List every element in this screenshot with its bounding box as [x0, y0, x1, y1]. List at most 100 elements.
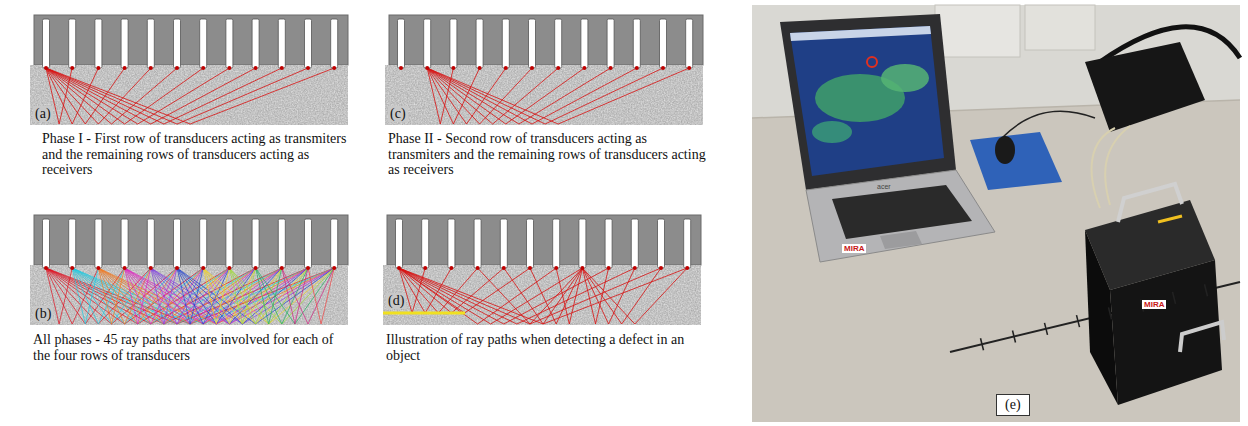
device-cable [1105, 126, 1130, 205]
transducer-tip [201, 266, 205, 270]
device-mark [1158, 216, 1182, 222]
floor-tick [1077, 315, 1080, 327]
ray-path [256, 268, 308, 324]
transducer [69, 219, 76, 268]
panel-caption: Phase II - Second row of transducers act… [388, 131, 706, 178]
paving-slab [1025, 5, 1095, 50]
panel-label: (a) [33, 106, 53, 122]
ray-path [256, 268, 335, 324]
transducer-tip [96, 66, 100, 70]
transducer-tip [123, 266, 127, 270]
transducer [607, 19, 614, 68]
transducer-tip [70, 266, 74, 270]
transducer [331, 219, 338, 268]
transducer-tip [254, 66, 258, 70]
ray-path [308, 268, 334, 324]
transducer [450, 19, 457, 68]
ray-path [98, 268, 281, 324]
transducer [174, 219, 181, 268]
panel-label: (b) [33, 306, 53, 322]
brand-sticker: MIRA [1142, 300, 1166, 309]
transducer [686, 19, 693, 68]
panel-label: (e) [996, 394, 1030, 416]
ray-path [399, 268, 582, 324]
transducer-tip [175, 66, 179, 70]
floor-tick [1205, 284, 1208, 296]
transducer-tip [201, 66, 205, 70]
transducer [226, 219, 233, 268]
transducer [121, 219, 128, 268]
transducer [305, 19, 312, 68]
ray-path [72, 268, 282, 324]
ray-path [98, 268, 308, 324]
ray-path [229, 268, 308, 324]
transducer-tip [254, 266, 258, 270]
ray-path [399, 268, 635, 324]
transducer [200, 219, 207, 268]
screen-image [812, 121, 852, 143]
transducer-tip [399, 66, 403, 70]
ray-path [399, 268, 661, 324]
transducer [424, 19, 431, 68]
transducer [252, 19, 259, 68]
transducer [147, 219, 154, 268]
transducer-tip [175, 266, 179, 270]
transducer-tip [530, 66, 534, 70]
laptop-base [806, 170, 995, 262]
device-front [1110, 260, 1222, 405]
transducer-tip [123, 66, 127, 70]
transducer-tip [280, 66, 284, 70]
laptop-screen [790, 26, 944, 176]
transducer [305, 219, 312, 268]
panel-caption: Phase I - First row of transducers actin… [42, 131, 354, 178]
panel-illustration [30, 15, 348, 125]
photo-ground [752, 5, 1240, 422]
ray-path [427, 68, 689, 124]
transducer-tip [476, 266, 480, 270]
ray-path [582, 268, 661, 324]
carry-bag [1085, 42, 1205, 132]
ray-path [46, 68, 229, 124]
ray-path [504, 268, 583, 324]
transducer [660, 19, 667, 68]
ray-path [282, 268, 334, 324]
device-cable [1092, 128, 1115, 208]
transducer-tip [504, 66, 508, 70]
transducer-tip [449, 266, 453, 270]
transducer [398, 19, 405, 68]
ray-path [399, 268, 530, 313]
concrete-texture [30, 265, 348, 325]
panel-caption: All phases - 45 ray paths that are invol… [33, 332, 351, 363]
transducer-tip [685, 266, 689, 270]
transducer-tip [227, 266, 231, 270]
transducer-tip [423, 266, 427, 270]
ray-path [556, 268, 582, 324]
ray-path [151, 268, 334, 324]
concrete-block [385, 65, 703, 125]
ray-path [151, 268, 282, 324]
transducer-tip [687, 66, 691, 70]
transducer-tip [582, 66, 586, 70]
mouse-pad [970, 132, 1062, 190]
transducer-tip [580, 266, 584, 270]
transducer-tip [306, 266, 310, 270]
transducer-housing [34, 15, 348, 65]
transducer-tip [44, 266, 48, 270]
transducer-tip [306, 66, 310, 70]
transducer-tip [44, 66, 48, 70]
transducer-tip [280, 266, 284, 270]
concrete-texture [383, 265, 701, 325]
transducer [278, 19, 285, 68]
panel-caption: Illustration of ray paths when detecting… [386, 332, 704, 363]
paving-slab [935, 5, 1020, 57]
photo-illustration [752, 5, 1240, 422]
transducer-tip [554, 266, 558, 270]
ray-path [478, 268, 583, 324]
concrete-block [30, 265, 348, 325]
transducer-tip [425, 66, 429, 70]
ray-path [203, 268, 282, 324]
ray-path [46, 68, 282, 124]
ray-path [427, 68, 610, 124]
transducer-tip [528, 266, 532, 270]
transducer [226, 19, 233, 68]
